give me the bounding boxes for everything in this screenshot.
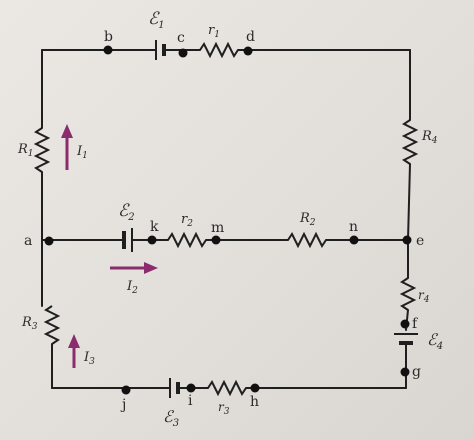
current-labels: I1 I2 I3 bbox=[76, 144, 138, 367]
label-i: i bbox=[188, 393, 193, 409]
r1-resistor bbox=[199, 41, 239, 59]
label-r1: r1 bbox=[208, 23, 220, 40]
label-R4: R4 bbox=[421, 129, 438, 146]
node-d bbox=[243, 46, 253, 56]
label-c: c bbox=[177, 30, 185, 46]
R4-resistor bbox=[401, 119, 419, 165]
label-R1: R1 bbox=[17, 142, 34, 159]
bottom-branch bbox=[51, 378, 407, 398]
wire-right-mid bbox=[407, 163, 411, 241]
node-b bbox=[103, 45, 113, 55]
label-emf3: ℰ3 bbox=[163, 407, 179, 429]
R2-resistor bbox=[287, 231, 327, 249]
node-e bbox=[402, 235, 412, 245]
label-I1: I1 bbox=[76, 144, 88, 161]
I1-arrow-head bbox=[61, 124, 73, 138]
node-labels: b c d a k m n e f g j i h bbox=[24, 29, 424, 413]
label-R2: R2 bbox=[299, 211, 316, 228]
node-m bbox=[211, 235, 221, 245]
node-a bbox=[44, 236, 54, 246]
nodes bbox=[44, 45, 412, 395]
top-branch bbox=[41, 40, 411, 129]
label-b: b bbox=[104, 29, 113, 45]
component-labels: ℰ1 r1 R4 R1 ℰ2 r2 R2 r4 ℰ4 bbox=[17, 9, 443, 429]
label-n: n bbox=[349, 219, 358, 235]
node-i bbox=[186, 383, 196, 393]
label-emf1: ℰ1 bbox=[148, 9, 165, 31]
label-h: h bbox=[250, 394, 259, 410]
label-I2: I2 bbox=[126, 279, 138, 296]
label-R3: R3 bbox=[21, 315, 38, 332]
label-emf2: ℰ2 bbox=[118, 201, 135, 223]
node-h bbox=[250, 383, 260, 393]
label-m: m bbox=[211, 220, 224, 236]
label-r2: r2 bbox=[181, 212, 193, 229]
label-I3: I3 bbox=[83, 350, 95, 367]
R3-resistor bbox=[43, 305, 61, 345]
left-side bbox=[33, 127, 61, 389]
label-d: d bbox=[246, 29, 255, 45]
label-e: e bbox=[416, 233, 424, 249]
I2-arrow-head bbox=[144, 262, 158, 274]
node-j bbox=[121, 385, 131, 395]
label-k: k bbox=[150, 219, 159, 235]
node-g bbox=[400, 367, 410, 377]
node-n bbox=[349, 235, 359, 245]
label-f: f bbox=[412, 316, 419, 332]
r3-resistor bbox=[207, 379, 247, 397]
node-f bbox=[400, 319, 410, 329]
label-a: a bbox=[24, 233, 32, 249]
R1-resistor bbox=[33, 127, 51, 173]
right-side bbox=[394, 49, 419, 389]
r4-resistor bbox=[399, 277, 417, 311]
node-c bbox=[178, 48, 188, 58]
label-emf4: ℰ4 bbox=[427, 330, 443, 352]
node-k bbox=[147, 235, 157, 245]
I3-arrow-head bbox=[68, 334, 80, 348]
current-arrows bbox=[61, 124, 158, 368]
label-r3: r3 bbox=[218, 400, 230, 417]
r2-resistor bbox=[167, 231, 207, 249]
label-g: g bbox=[412, 364, 421, 380]
label-r4: r4 bbox=[418, 288, 430, 305]
label-j: j bbox=[120, 397, 126, 413]
